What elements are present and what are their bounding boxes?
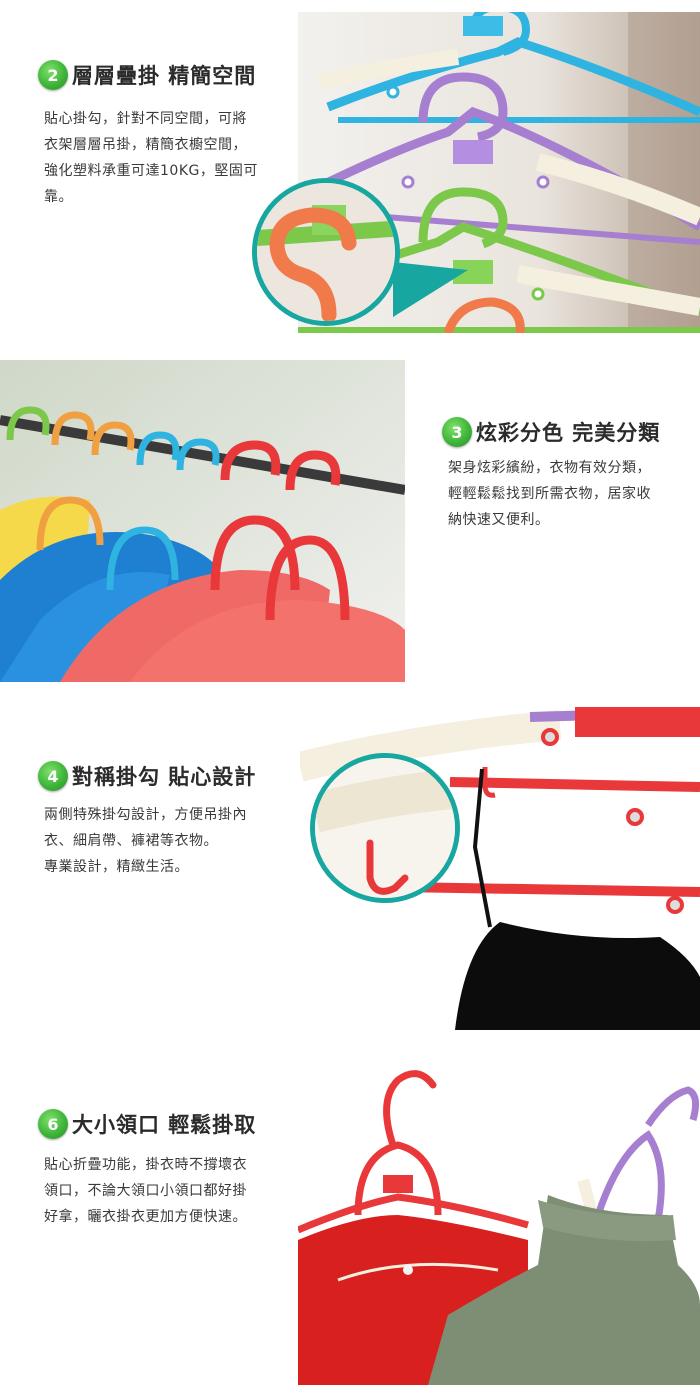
feature-stacking: 2 層層疊掛 精簡空間 貼心掛勾，針對不同空間，可將 衣架層層吊掛，精簡衣櫥空間… [0, 0, 700, 345]
feature-title: 對稱掛勾 貼心設計 [72, 765, 257, 789]
feature-description: 貼心掛勾，針對不同空間，可將 衣架層層吊掛，精簡衣櫥空間， 強化塑料承重可達10… [44, 111, 258, 205]
feature-heading: 4 對稱掛勾 貼心設計 [38, 761, 256, 791]
feature-heading: 3 炫彩分色 完美分類 [442, 417, 660, 447]
zoom-detail-circle [310, 753, 460, 903]
number-badge: 4 [38, 761, 68, 791]
feature-heading: 2 層層疊掛 精簡空間 [38, 60, 256, 90]
feature-title: 大小領口 輕鬆掛取 [72, 1113, 257, 1137]
number-badge: 6 [38, 1109, 68, 1139]
folding-hanger-sweaters-photo [298, 1065, 700, 1385]
feature-description: 貼心折疊功能，掛衣時不撐壞衣 領口，不論大領口小領口都好掛 好拿，曬衣掛衣更加方… [44, 1157, 247, 1225]
feature-description: 架身炫彩繽紛，衣物有效分類， 輕輕鬆鬆找到所需衣物，居家收 納快速又便利。 [448, 460, 651, 528]
colorful-hangers-rack-photo [0, 360, 405, 682]
feature-collar-friendly: 6 大小領口 輕鬆掛取 貼心折疊功能，掛衣時不撐壞衣 領口，不論大領口小領口都好… [0, 1045, 700, 1397]
feature-description: 兩側特殊掛勾設計，方便吊掛內 衣、細肩帶、褲裙等衣物。 專業設計，精緻生活。 [44, 807, 247, 875]
feature-title: 炫彩分色 完美分類 [476, 421, 661, 445]
feature-title: 層層疊掛 精簡空間 [72, 64, 257, 88]
number-badge: 2 [38, 60, 68, 90]
zoom-detail-circle [252, 178, 400, 326]
feature-symmetric-hooks: 4 對稱掛勾 貼心設計 兩側特殊掛勾設計，方便吊掛內 衣、細肩帶、褲裙等衣物。 … [0, 695, 700, 1045]
feature-color-sorting: 3 炫彩分色 完美分類 架身炫彩繽紛，衣物有效分類， 輕輕鬆鬆找到所需衣物，居家… [0, 345, 700, 695]
number-badge: 3 [442, 417, 472, 447]
feature-heading: 6 大小領口 輕鬆掛取 [38, 1109, 256, 1139]
stacked-hangers-photo [298, 12, 700, 333]
